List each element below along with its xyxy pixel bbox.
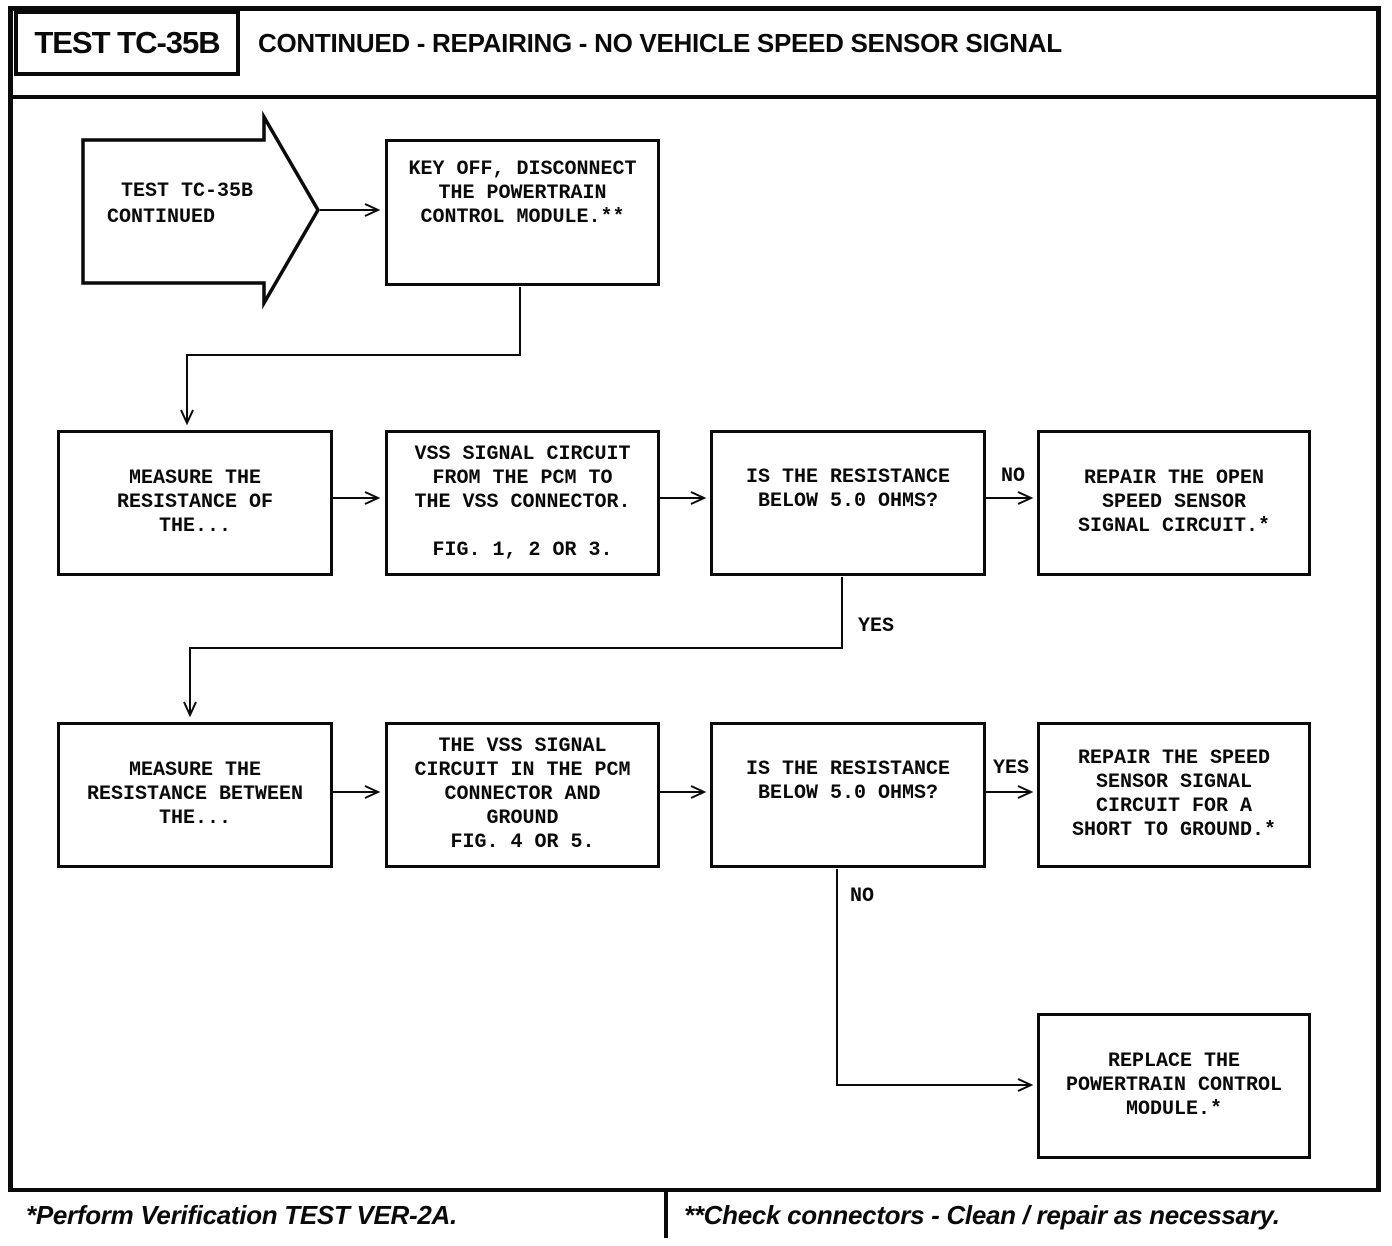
branch-label-yes-2: YES	[992, 757, 1029, 780]
entry-banner-label: TEST TC-35B CONTINUED	[107, 179, 254, 229]
footnote-connectors: **Check connectors - Clean / repair as n…	[684, 1199, 1280, 1230]
branch-label-yes-1: YES	[858, 615, 895, 638]
action-replace-powertrain-control-module: REPLACE THE POWERTRAIN CONTROL MODULE.*	[1037, 1013, 1311, 1159]
branch-label-no-1: NO	[1000, 465, 1025, 488]
decision-resistance-below-5-ohms-2: IS THE RESISTANCE BELOW 5.0 OHMS?	[710, 722, 986, 868]
connector-question1-yes-to-measure2	[183, 577, 843, 718]
header-divider	[8, 95, 1381, 99]
step-key-off-disconnect-pcm: KEY OFF, DISCONNECT THE POWERTRAIN CONTR…	[385, 139, 660, 286]
branch-label-no-2: NO	[850, 885, 875, 908]
connector-keyoff-to-measure1	[180, 287, 521, 426]
action-repair-short-to-ground: REPAIR THE SPEED SENSOR SIGNAL CIRCUIT F…	[1037, 722, 1311, 868]
step-measure-resistance-of: MEASURE THE RESISTANCE OF THE...	[57, 430, 333, 576]
page-title: CONTINUED - REPAIRING - NO VEHICLE SPEED…	[258, 28, 1062, 58]
action-repair-open-speed-sensor-circuit: REPAIR THE OPEN SPEED SENSOR SIGNAL CIRC…	[1037, 430, 1311, 576]
decision-resistance-below-5-ohms-1: IS THE RESISTANCE BELOW 5.0 OHMS?	[710, 430, 986, 576]
test-id-box: TEST TC-35B	[14, 10, 240, 76]
entry-banner-shape	[81, 110, 321, 310]
connector-question2-no-to-replace-pcm	[836, 869, 1034, 1092]
step-measure-resistance-between: MEASURE THE RESISTANCE BETWEEN THE...	[57, 722, 333, 868]
footnote-verification: *Perform Verification TEST VER-2A.	[8, 1192, 668, 1238]
step-vss-circuit-pcm-and-ground: THE VSS SIGNAL CIRCUIT IN THE PCM CONNEC…	[385, 722, 660, 868]
step-vss-circuit-pcm-to-vss: VSS SIGNAL CIRCUIT FROM THE PCM TO THE V…	[385, 430, 660, 576]
test-id-label: TEST TC-35B	[34, 25, 220, 60]
footnote-bar: *Perform Verification TEST VER-2A. **Che…	[8, 1188, 1381, 1238]
